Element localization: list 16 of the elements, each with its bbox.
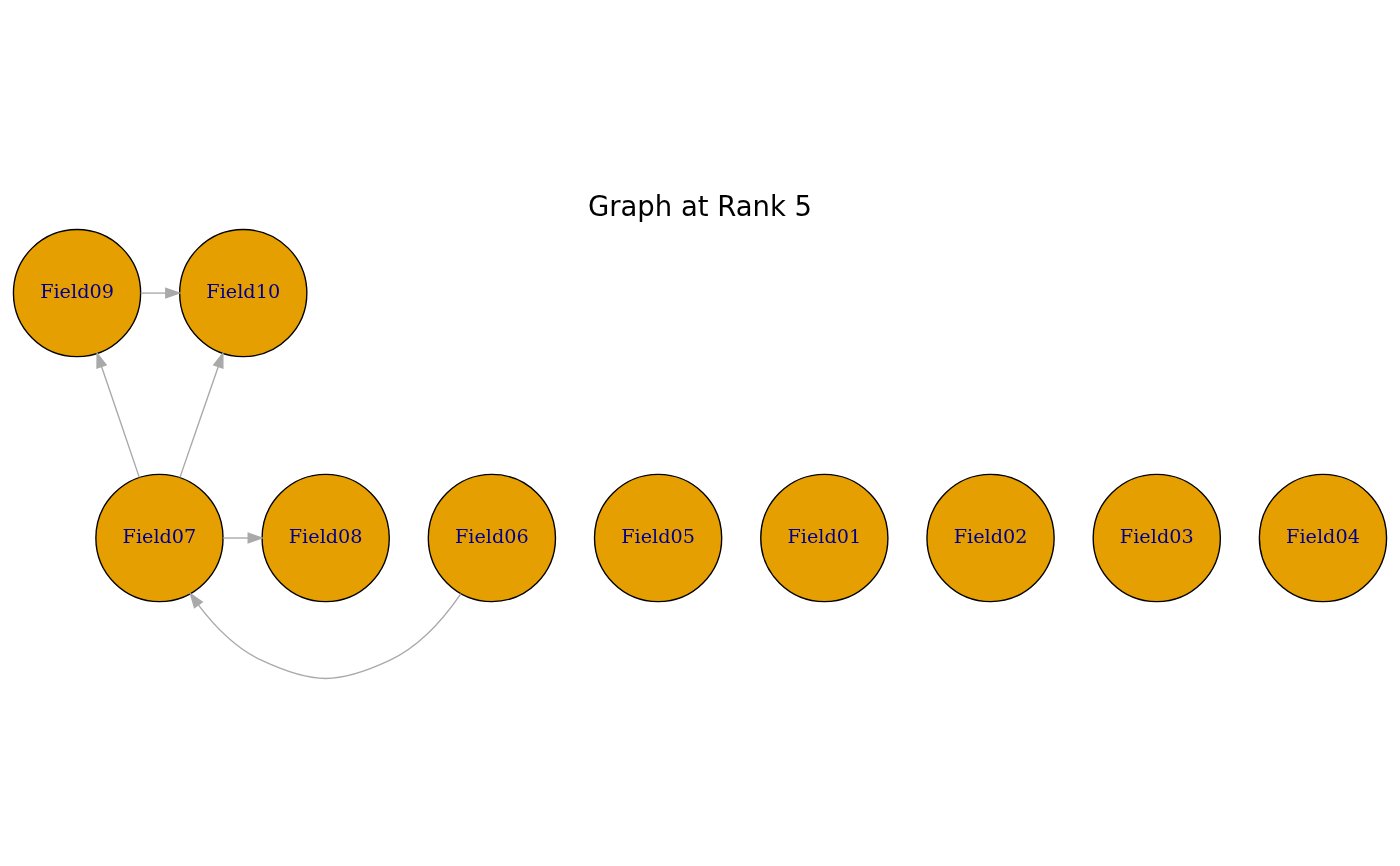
arrow	[96, 351, 140, 478]
node-circle: Field08	[261, 473, 390, 602]
node-circle: Field02	[926, 473, 1055, 602]
arrow	[222, 531, 265, 544]
node-circle: Field10	[179, 228, 308, 357]
arrow	[189, 591, 462, 679]
node-circle: Field05	[593, 473, 723, 602]
node-circle: Field04	[1258, 473, 1388, 602]
node-circle: Field07	[95, 473, 224, 602]
node-circle: Field01	[760, 473, 889, 602]
arrow	[140, 286, 182, 299]
diagram-title: Graph at Rank 5	[587, 190, 813, 222]
arrow	[179, 351, 224, 478]
node-circle: Field06	[427, 473, 557, 602]
node-circle: Field09	[12, 228, 142, 357]
node-circle: Field03	[1092, 473, 1222, 602]
